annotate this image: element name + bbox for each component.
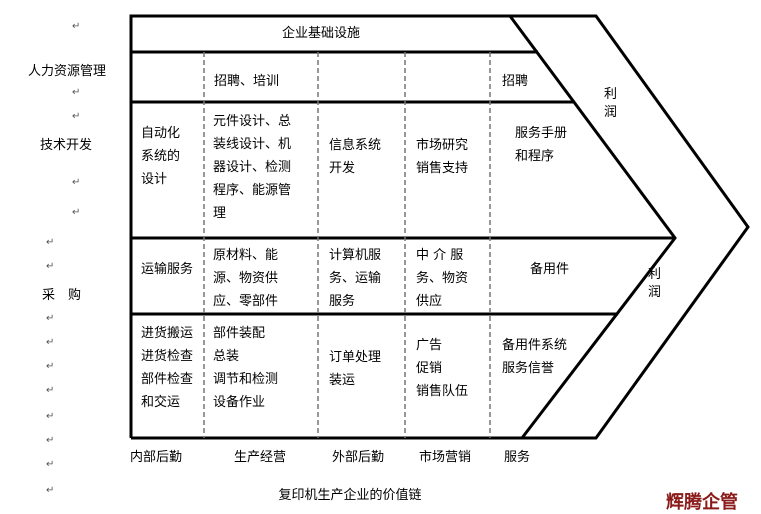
diagram-caption: 复印机生产企业的价值链 — [278, 488, 422, 503]
primary-marketing-cell: 广告 促销 销售队伍 — [416, 338, 469, 399]
procurement-inbound-cell: 运输服务 — [141, 262, 194, 277]
label-procurement: 采 购 — [42, 288, 82, 303]
procurement-outbound-cell: 计算机服 务、运输 服务 — [329, 248, 382, 309]
procurement-service-cell: 备用件 — [530, 262, 570, 277]
primary-operations-cell: 部件装配 总装 调节和检测 设备作业 — [213, 326, 279, 410]
profit-label-lower: 利 润 — [648, 267, 662, 300]
activity-marketing-sales: 市场营销 — [418, 450, 471, 465]
inner-chevron-line — [131, 14, 677, 439]
watermark-logo: 辉腾企管 — [666, 492, 738, 513]
hr-operations-cell: 招聘、培训 — [214, 74, 280, 89]
outer-arrow-outline — [129, 14, 750, 440]
profit-label-upper: 利 润 — [604, 87, 618, 120]
primary-outbound-cell: 订单处理 装运 — [329, 350, 382, 388]
tech-operations-cell: 元件设计、总 装线设计、机 器设计、检测 程序、能源管 理 — [213, 114, 292, 221]
procurement-marketing-cell: 中 介 服 务、物资 供应 — [416, 248, 469, 309]
tech-outbound-cell: 信息系统 开发 — [329, 138, 382, 176]
activity-service: 服务 — [503, 450, 530, 465]
hr-service-cell: 招聘 — [502, 74, 529, 89]
activity-operations: 生产经营 — [233, 450, 286, 465]
tech-marketing-cell: 市场研究 销售支持 — [416, 138, 469, 176]
infrastructure-label: 企业基础设施 — [281, 26, 360, 41]
primary-inbound-cell: 进货搬运 进货检查 部件检查 和交运 — [141, 326, 194, 410]
procurement-operations-cell: 原材料、能 源、物资供 应、零部件 — [213, 248, 279, 309]
label-hr-management: 人力资源管理 — [28, 64, 107, 79]
tech-service-cell: 服务手册 和程序 — [515, 126, 568, 164]
activity-outbound-logistics: 外部后勤 — [331, 450, 384, 465]
primary-service-cell: 备用件系统 服务信誉 — [502, 338, 568, 376]
label-tech-development: 技术开发 — [40, 138, 93, 153]
tech-inbound-cell: 自动化 系统的 设计 — [141, 126, 181, 187]
activity-inbound-logistics: 内部后勤 — [129, 450, 182, 465]
